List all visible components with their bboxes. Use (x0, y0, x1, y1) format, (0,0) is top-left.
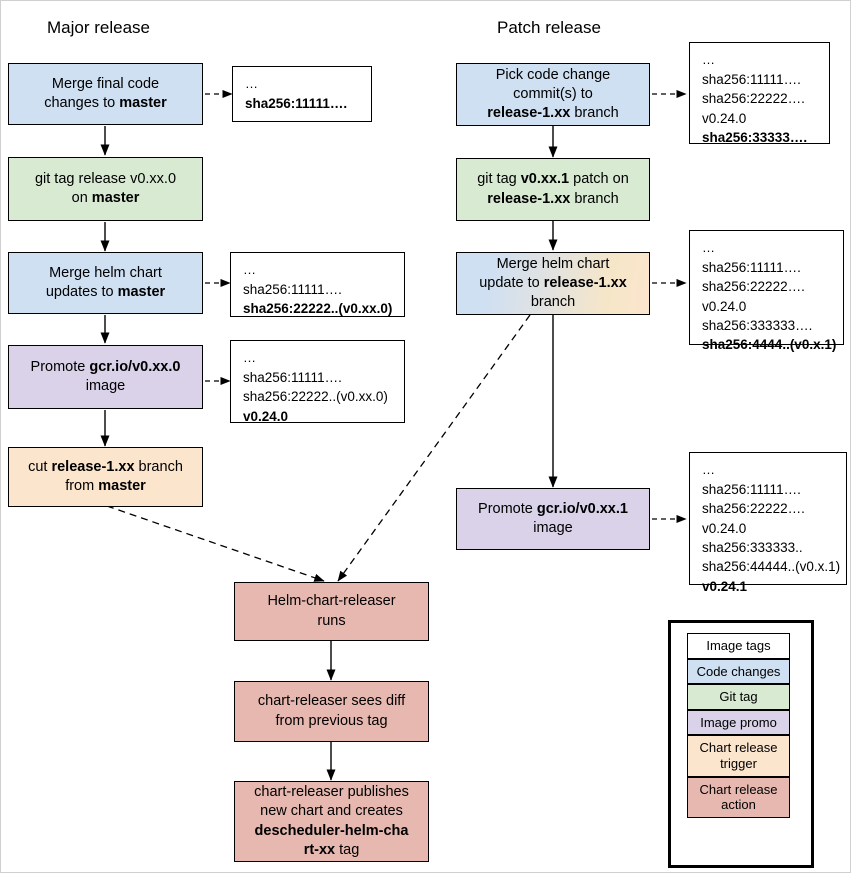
node-merge-helm-chart-release[interactable]: Merge helm chart update to release-1.xx … (456, 252, 650, 315)
legend-item-image-promo: Image promo (687, 709, 790, 736)
tag-line: sha256:4444..(v0.x.1) (702, 337, 837, 353)
node-line: image (85, 378, 126, 394)
tag-line: sha256:11111…. (245, 95, 348, 111)
node-git-tag-release[interactable]: git tag release v0.xx.0 on master (8, 157, 203, 221)
node-line: Merge final code (51, 75, 160, 92)
tag-line: sha256:11111…. (243, 281, 342, 297)
heading-major-release: Major release (47, 18, 150, 37)
heading-patch-release: Patch release (497, 18, 601, 37)
tag-line: sha256:333333…. (702, 318, 813, 334)
node-line: release-1.xx branch (487, 105, 619, 122)
tag-line: … (245, 76, 259, 91)
node-cut-release-branch[interactable]: cut release-1.xx branch from master (8, 447, 203, 507)
tag-line: sha256:11111…. (702, 259, 801, 275)
tag-line: sha256:22222..(v0.xx.0) (243, 301, 393, 317)
node-line: descheduler-helm-cha (254, 822, 409, 839)
tag-line: v0.24.1 (702, 578, 748, 594)
tag-line: v0.24.0 (702, 520, 747, 536)
tagbox-after-merge-helm-release: … sha256:11111…. sha256:22222…. v0.24.0 … (689, 230, 844, 352)
node-line: from previous tag (275, 712, 388, 729)
node-line: git tag v0.xx.1 patch on (477, 171, 629, 188)
node-line: updates to master (45, 284, 166, 300)
node-line: Promote gcr.io/v0.xx.0 (30, 358, 181, 375)
tag-line: sha256:22222…. (702, 279, 805, 295)
node-line: commit(s) to (513, 85, 593, 102)
tagbox-after-pick-commits: … sha256:11111…. sha256:22222…. v0.24.0 … (689, 42, 830, 146)
tag-line: sha256:22222…. (702, 501, 805, 517)
node-line: release-1.xx branch (487, 190, 619, 207)
node-merge-helm-chart-master[interactable]: Merge helm chart updates to master (8, 252, 203, 314)
legend-panel: Image tags Code changes Git tag Image pr… (668, 620, 814, 868)
tag-line: sha256:11111…. (243, 369, 342, 385)
node-line: new chart and creates (260, 803, 403, 820)
tag-line: sha256:333333.. (702, 540, 803, 556)
node-line: on master (71, 190, 140, 206)
node-line: git tag release v0.xx.0 (34, 170, 177, 187)
node-promote-image-patch[interactable]: Promote gcr.io/v0.xx.1 image (456, 488, 650, 550)
tagbox-after-promote-patch: … sha256:11111…. sha256:22222…. v0.24.0 … (689, 452, 847, 594)
tag-line: … (243, 350, 257, 365)
tag-line: … (702, 462, 716, 477)
node-merge-final-code[interactable]: Merge final code changes to master (8, 63, 203, 125)
node-line: Merge helm chart (49, 264, 162, 281)
tag-line: sha256:22222…. (702, 91, 805, 107)
node-line: rt-xx tag (303, 841, 360, 858)
tag-line: sha256:44444..(v0.x.1) (702, 559, 841, 575)
tag-line: … (243, 262, 257, 277)
node-line: update to release-1.xx (479, 274, 627, 291)
legend-item-git-tag: Git tag (687, 684, 790, 710)
tag-line: sha256:11111…. (702, 481, 801, 497)
tag-line: v0.24.0 (702, 298, 747, 314)
node-line: Helm-chart-releaser (267, 593, 396, 610)
tag-line: sha256:11111…. (702, 71, 801, 87)
node-pick-code-change[interactable]: Pick code change commit(s) to release-1.… (456, 63, 650, 126)
legend-item-code-changes: Code changes (687, 658, 790, 685)
node-line: image (533, 520, 573, 536)
tag-line: … (702, 52, 716, 67)
node-line: chart-releaser sees diff (257, 693, 406, 710)
node-line: chart-releaser publishes (254, 784, 409, 801)
legend-item-chart-release-trigger: Chart release trigger (687, 735, 790, 777)
node-line: Merge helm chart (496, 255, 610, 272)
node-line: runs (317, 612, 346, 629)
node-promote-image-major[interactable]: Promote gcr.io/v0.xx.0 image (8, 345, 203, 409)
tag-line: sha256:22222..(v0.xx.0) (243, 389, 388, 405)
node-line: Pick code change (495, 66, 611, 83)
node-line: changes to master (44, 95, 167, 111)
tagbox-after-merge-final: … sha256:11111…. (232, 66, 372, 122)
node-git-tag-patch[interactable]: git tag v0.xx.1 patch on release-1.xx br… (456, 158, 650, 221)
node-line: Promote gcr.io/v0.xx.1 (478, 500, 628, 517)
node-line: cut release-1.xx branch (28, 458, 183, 475)
tag-line: sha256:33333…. (702, 130, 808, 146)
tagbox-after-merge-helm-master: … sha256:11111…. sha256:22222..(v0.xx.0) (230, 252, 405, 317)
node-chart-releaser-sees-diff[interactable]: chart-releaser sees diff from previous t… (234, 681, 429, 742)
tag-line: v0.24.0 (702, 110, 747, 126)
node-line: branch (530, 294, 576, 311)
node-line: from master (65, 478, 146, 494)
tag-line: … (702, 240, 716, 255)
tag-line: v0.24.0 (243, 408, 289, 424)
tagbox-after-promote-major: … sha256:11111…. sha256:22222..(v0.xx.0)… (230, 340, 405, 424)
legend-item-chart-release-action: Chart release action (687, 776, 790, 818)
legend-item-image-tags: Image tags (687, 633, 790, 659)
node-chart-releaser-publishes[interactable]: chart-releaser publishes new chart and c… (234, 781, 429, 862)
node-helm-chart-releaser-runs[interactable]: Helm-chart-releaser runs (234, 582, 429, 641)
